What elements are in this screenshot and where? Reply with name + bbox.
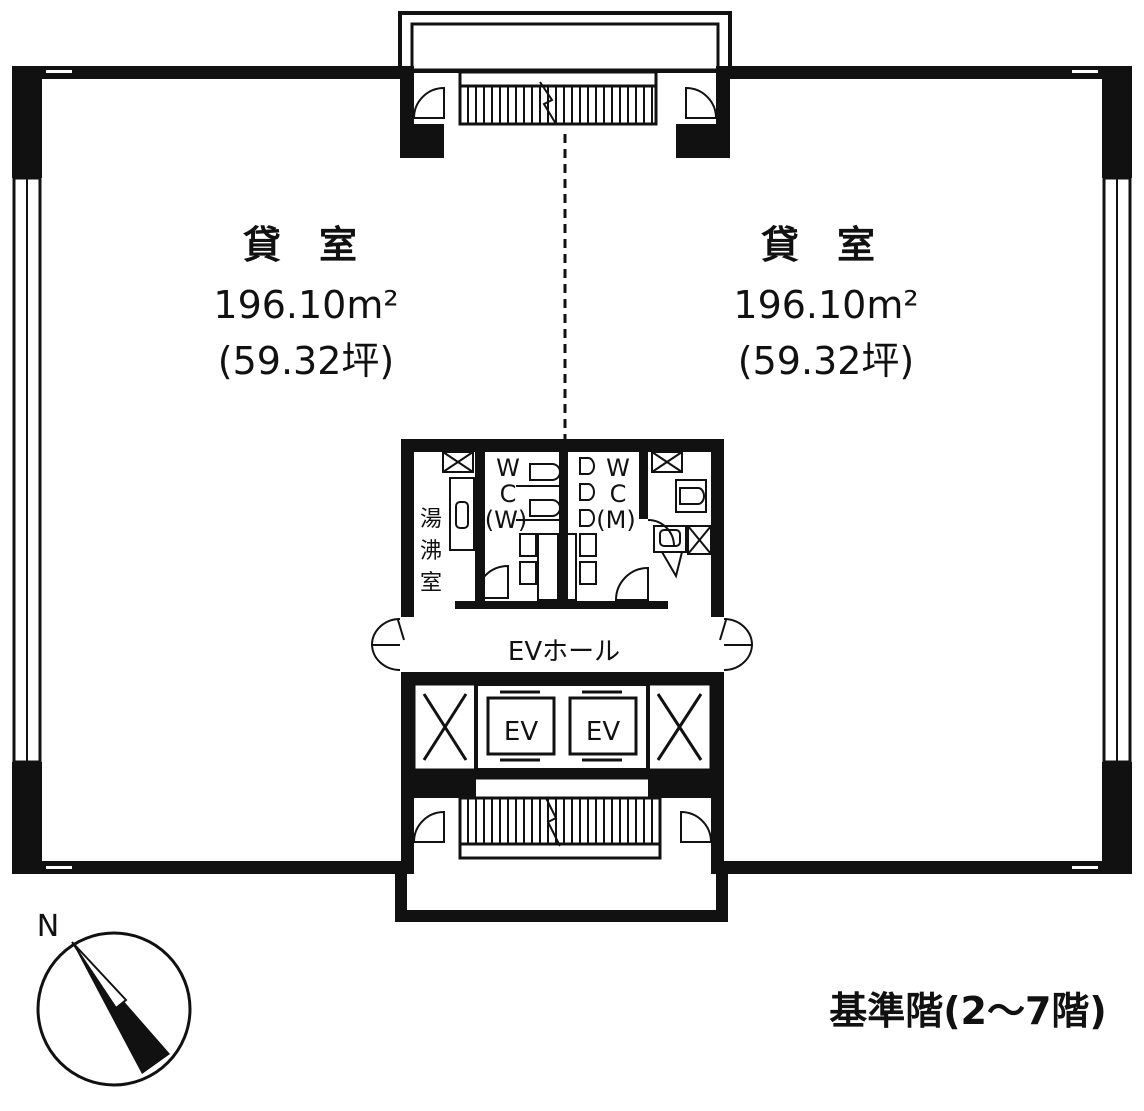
elevator-2-label: EV: [586, 717, 620, 747]
north-label: N: [37, 909, 59, 944]
wc-men-label-2: C: [610, 480, 627, 508]
right-room-tsubo: (59.32坪): [738, 339, 914, 383]
elevator-shafts: [412, 682, 713, 780]
kitchenette-label-3: 室: [420, 571, 442, 596]
exterior-walls: [12, 66, 1132, 874]
wc-women-label-3: (W): [485, 506, 527, 534]
kitchenette-label-2: 沸: [420, 539, 442, 564]
north-stair: [398, 11, 732, 158]
left-room-name: 貸 室: [243, 223, 357, 267]
kitchenette-label-1: 湯: [420, 507, 442, 532]
elevator-1-label: EV: [504, 717, 538, 747]
south-stair: [395, 770, 728, 922]
side-glazing: [12, 176, 1132, 764]
core-walls: [401, 439, 724, 842]
left-room-tsubo: (59.32坪): [218, 339, 394, 383]
left-room-area: 196.10m²: [213, 283, 398, 327]
right-room-name: 貸 室: [761, 223, 875, 267]
wc-women-label-1: W: [496, 454, 520, 482]
floor-title: 基準階(2〜7階): [829, 989, 1107, 1033]
window-lines: [46, 70, 1098, 869]
wc-fixtures: [442, 451, 712, 603]
wc-women-label-2: C: [500, 480, 517, 508]
wc-men-label-1: W: [606, 454, 630, 482]
ev-hall-doors: [370, 618, 754, 671]
right-room-area: 196.10m²: [733, 283, 918, 327]
wc-men-label-3: (M): [596, 506, 635, 534]
ev-hall-label: EVホール: [508, 637, 620, 667]
compass-circle: [36, 931, 192, 1087]
compass: N: [36, 909, 192, 1087]
